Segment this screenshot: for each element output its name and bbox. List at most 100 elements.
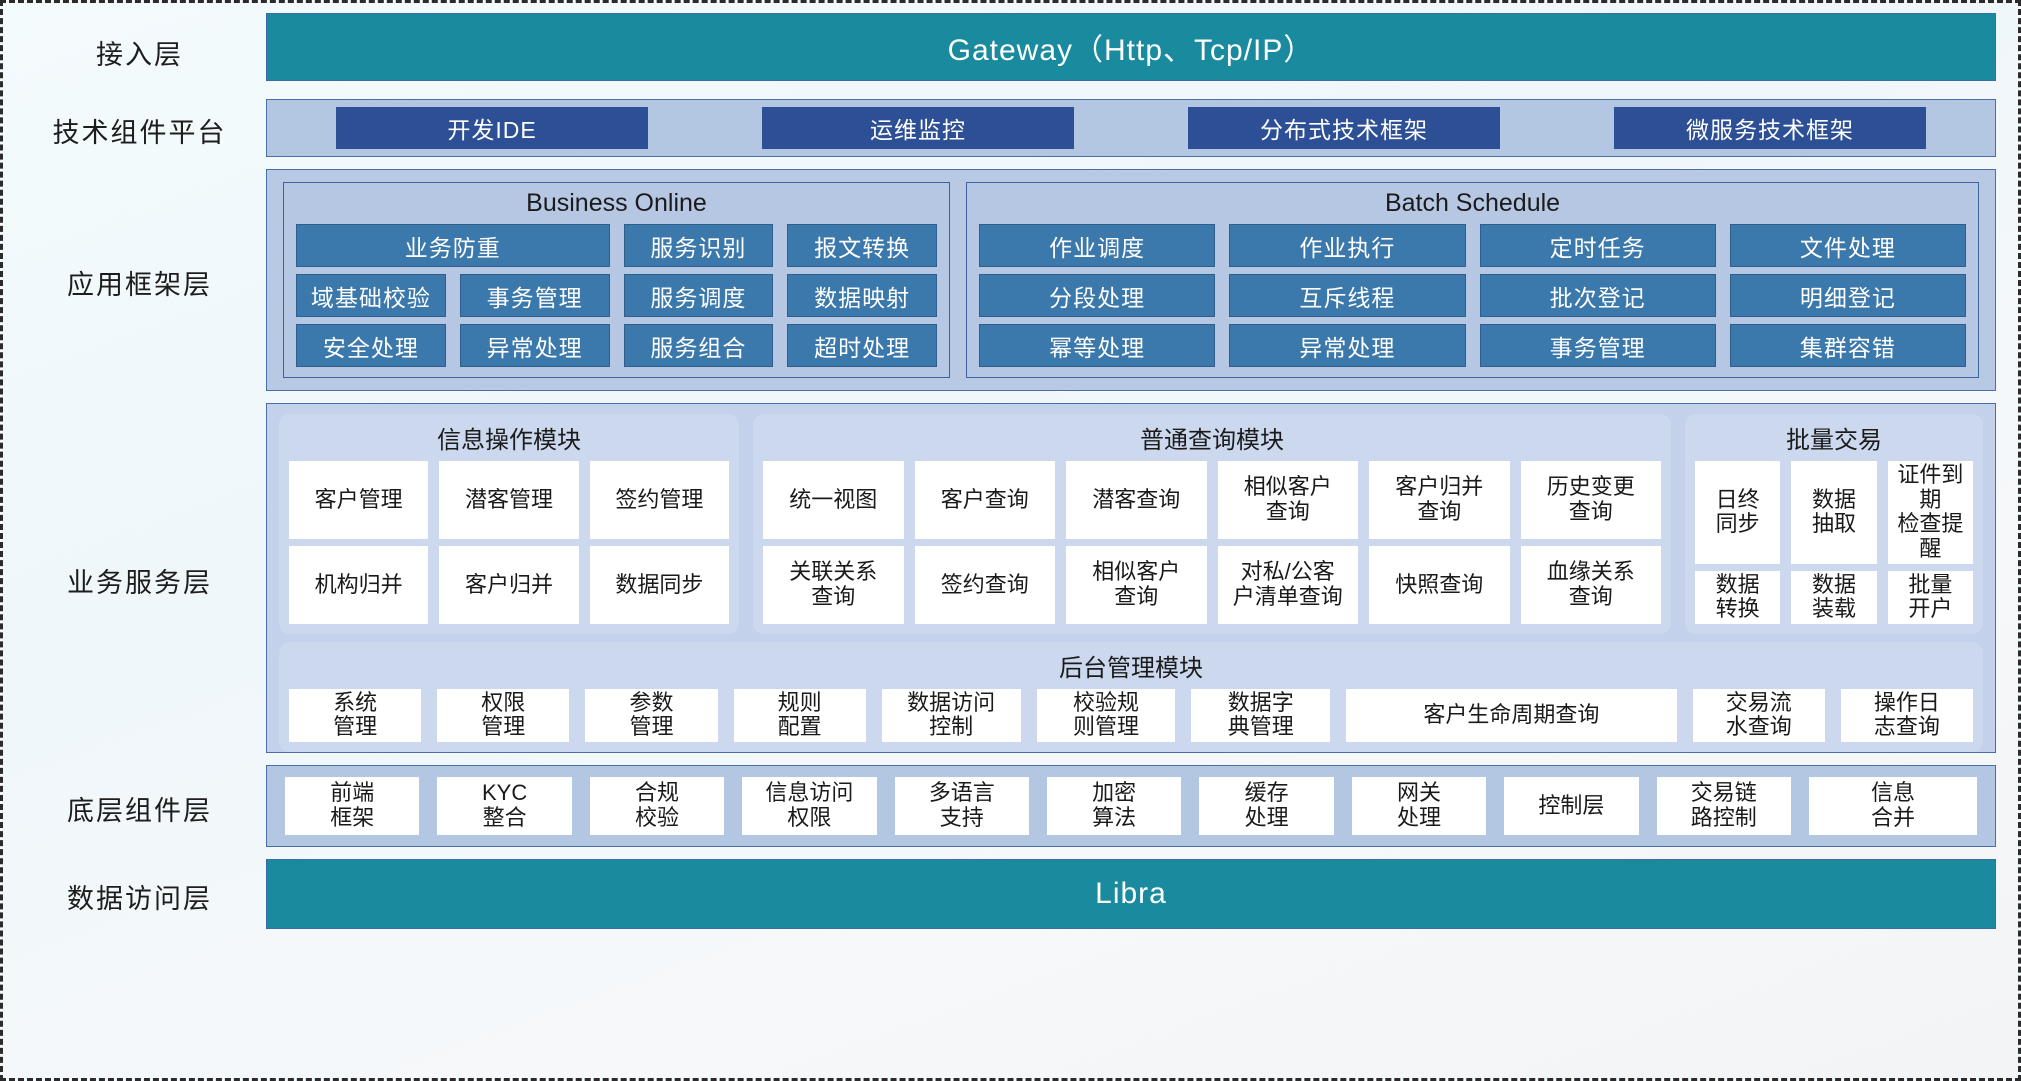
admin-module: 后台管理模块系统管理权限管理参数管理规则配置数据访问控制校验规则管理数据字典管理… [279, 641, 1983, 752]
framework-tile[interactable]: 业务防重 [296, 224, 610, 267]
admin-tile[interactable]: 系统管理 [289, 688, 422, 742]
module-tile[interactable]: 相似客户查询 [1066, 545, 1207, 624]
module-tile[interactable]: 客户归并 [439, 545, 579, 624]
module-tile[interactable]: 潜客查询 [1066, 461, 1207, 539]
component-tile[interactable]: 前端框架 [285, 777, 420, 835]
framework-tile[interactable]: 定时任务 [1479, 224, 1716, 267]
admin-tile[interactable]: 数据字典管理 [1191, 688, 1331, 742]
framework-tile[interactable]: 集群容错 [1729, 324, 1966, 367]
framework-tile[interactable]: 服务组合 [623, 324, 774, 367]
framework-tile[interactable]: 分段处理 [979, 274, 1216, 317]
component-tile[interactable]: 缓存处理 [1199, 777, 1334, 835]
layer-label-app: 应用框架层 [67, 269, 212, 300]
tech-chip[interactable]: 运维监控 [762, 107, 1074, 149]
business-modules-row: 信息操作模块客户管理潜客管理签约管理机构归并客户归并数据同步普通查询模块统一视图… [279, 414, 1983, 634]
module-title: 批量交易 [1786, 427, 1882, 454]
framework-tile[interactable]: 明细登记 [1729, 274, 1966, 317]
module-tile[interactable]: 历史变更查询 [1520, 461, 1661, 539]
module-tile[interactable]: 快照查询 [1369, 545, 1510, 624]
business-service-band: 信息操作模块客户管理潜客管理签约管理机构归并客户归并数据同步普通查询模块统一视图… [266, 403, 1996, 753]
business-module: 普通查询模块统一视图客户查询潜客查询相似客户查询客户归并查询历史变更查询关联关系… [753, 414, 1671, 634]
module-tile[interactable]: 批量开户 [1887, 570, 1973, 624]
row-data-access: 数据访问层 Libra [13, 859, 1996, 933]
framework-tile[interactable]: 异常处理 [1229, 324, 1466, 367]
framework-tile[interactable]: 异常处理 [459, 324, 610, 367]
module-tile-grid: 客户管理潜客管理签约管理机构归并客户归并数据同步 [289, 461, 729, 624]
layer-label-comp: 底层组件层 [67, 795, 212, 826]
component-tile[interactable]: 合规校验 [589, 777, 725, 835]
tech-platform-band: 开发IDE 运维监控 分布式技术框架 微服务技术框架 [266, 99, 1996, 157]
framework-tile[interactable]: 事务管理 [1479, 324, 1716, 367]
framework-tile[interactable]: 互斥线程 [1229, 274, 1466, 317]
component-tile[interactable]: 信息合并 [1808, 777, 1977, 835]
panel-title: Batch Schedule [1384, 189, 1561, 217]
tech-chip[interactable]: 微服务技术框架 [1614, 107, 1926, 149]
component-tile[interactable]: 加密算法 [1046, 777, 1182, 835]
layer-label-tech: 技术组件平台 [52, 117, 227, 148]
module-tile-grid: 日终同步数据抽取证件到期检查提醒数据转换数据装载批量开户 [1695, 461, 1973, 624]
module-tile[interactable]: 机构归并 [289, 545, 429, 624]
framework-tile[interactable]: 安全处理 [296, 324, 446, 367]
framework-tile[interactable]: 作业执行 [1229, 224, 1466, 267]
framework-tile[interactable]: 域基础校验 [296, 274, 446, 317]
module-tile[interactable]: 证件到期检查提醒 [1887, 461, 1973, 564]
admin-tile[interactable]: 操作日志查询 [1840, 688, 1973, 742]
module-tile[interactable]: 数据装载 [1791, 570, 1877, 624]
module-tile[interactable]: 统一视图 [763, 461, 904, 539]
module-title: 普通查询模块 [1140, 427, 1284, 454]
app-panel: Business Online 业务防重服务识别报文转换域基础校验事务管理服务调度… [283, 182, 950, 378]
admin-tile[interactable]: 权限管理 [437, 688, 570, 742]
module-tile[interactable]: 客户查询 [914, 461, 1055, 539]
component-tile[interactable]: 交易链路控制 [1656, 777, 1791, 835]
framework-tile[interactable]: 文件处理 [1729, 224, 1966, 267]
component-tile[interactable]: 多语言支持 [894, 777, 1029, 835]
app-panel: Batch Schedule 作业调度作业执行定时任务文件处理分段处理互斥线程批次… [966, 182, 1979, 378]
tech-chip[interactable]: 分布式技术框架 [1188, 107, 1500, 149]
gateway-bar: Gateway（Http、Tcp/IP） [266, 13, 1996, 81]
module-tile[interactable]: 血缘关系查询 [1520, 545, 1661, 624]
module-tile-grid: 统一视图客户查询潜客查询相似客户查询客户归并查询历史变更查询关联关系查询签约查询… [763, 461, 1661, 624]
admin-tile[interactable]: 交易流水查询 [1692, 688, 1825, 742]
layer-label-data: 数据访问层 [67, 883, 212, 914]
admin-tile[interactable]: 参数管理 [585, 688, 718, 742]
framework-tile[interactable]: 幂等处理 [979, 324, 1216, 367]
admin-tile[interactable]: 数据访问控制 [881, 688, 1021, 742]
admin-tile[interactable]: 校验规则管理 [1036, 688, 1176, 742]
admin-tile[interactable]: 客户生命周期查询 [1346, 688, 1677, 742]
module-tile[interactable]: 对私/公客户清单查询 [1217, 545, 1358, 624]
module-tile[interactable]: 客户管理 [289, 461, 429, 539]
framework-tile[interactable]: 报文转换 [787, 224, 937, 267]
module-tile[interactable]: 数据转换 [1695, 570, 1781, 624]
framework-tile[interactable]: 超时处理 [787, 324, 937, 367]
framework-tile[interactable]: 数据映射 [787, 274, 937, 317]
framework-tile[interactable]: 作业调度 [979, 224, 1216, 267]
admin-tile[interactable]: 规则配置 [733, 688, 866, 742]
module-tile[interactable]: 潜客管理 [439, 461, 579, 539]
module-tile[interactable]: 日终同步 [1695, 461, 1781, 564]
framework-tile[interactable]: 事务管理 [459, 274, 610, 317]
module-tile[interactable]: 关联关系查询 [763, 545, 904, 624]
tech-chip[interactable]: 开发IDE [336, 107, 648, 149]
admin-tile-grid: 系统管理权限管理参数管理规则配置数据访问控制校验规则管理数据字典管理客户生命周期… [289, 688, 1973, 742]
module-tile[interactable]: 数据同步 [589, 545, 729, 624]
module-tile[interactable]: 客户归并查询 [1369, 461, 1510, 539]
module-tile[interactable]: 相似客户查询 [1217, 461, 1358, 539]
component-tile[interactable]: 网关处理 [1351, 777, 1487, 835]
layer-label-biz: 业务服务层 [67, 567, 212, 598]
framework-tile[interactable]: 批次登记 [1479, 274, 1716, 317]
row-access-layer: 接入层 Gateway（Http、Tcp/IP） [13, 13, 1996, 91]
module-tile[interactable]: 数据抽取 [1791, 461, 1877, 564]
panel-tile-grid: 作业调度作业执行定时任务文件处理分段处理互斥线程批次登记明细登记幂等处理异常处理… [979, 224, 1966, 367]
framework-tile[interactable]: 服务识别 [623, 224, 774, 267]
component-tile[interactable]: 信息访问权限 [742, 777, 877, 835]
framework-tile[interactable]: 服务调度 [623, 274, 774, 317]
layer-label-access: 接入层 [96, 39, 183, 70]
module-tile[interactable]: 签约查询 [914, 545, 1055, 624]
module-title: 后台管理模块 [1059, 654, 1203, 682]
module-tile[interactable]: 签约管理 [589, 461, 729, 539]
panel-title: Business Online [526, 189, 707, 217]
component-tile[interactable]: 控制层 [1504, 777, 1639, 835]
